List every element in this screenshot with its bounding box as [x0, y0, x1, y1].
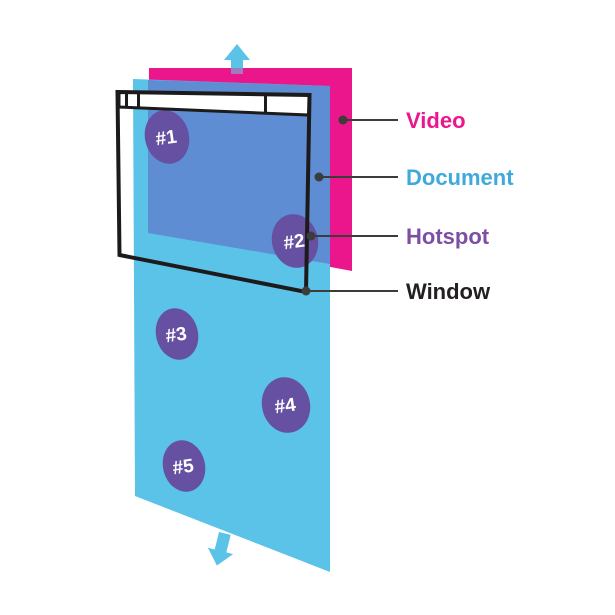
- scroll-up-arrow-icon: [224, 44, 250, 74]
- legend-label-video: Video: [406, 108, 466, 133]
- legend-label-document: Document: [406, 165, 514, 190]
- hotspot-4: #4: [261, 377, 311, 433]
- legend-item-hotspot: Hotspot: [306, 224, 490, 249]
- legend-item-video: Video: [338, 108, 466, 133]
- hotspot-1-circle: [144, 110, 190, 164]
- legend-item-document: Document: [314, 165, 514, 190]
- window-leader-dot: [301, 286, 311, 296]
- legend-label-window: Window: [406, 279, 491, 304]
- hotspot-3-label: #3: [164, 324, 188, 348]
- hotspot-5: #5: [162, 440, 206, 492]
- hotspot-2-label: #2: [282, 231, 306, 255]
- window-toolbar: [117, 90, 311, 117]
- legend-label-hotspot: Hotspot: [406, 224, 490, 249]
- scroll-up-arrow-stem-overlap: [231, 68, 243, 74]
- hotspot-4-circle: [261, 377, 311, 433]
- hotspot-1-label: #1: [154, 127, 178, 151]
- hotspot-1: #1: [144, 110, 190, 164]
- document-leader-dot: [314, 172, 324, 182]
- hotspot-leader-dot: [306, 231, 316, 241]
- hotspot-3: #3: [155, 308, 199, 360]
- hotspot-5-label: #5: [171, 456, 195, 480]
- hotspot-3-circle: [155, 308, 199, 360]
- scroll-down-arrow-icon: [207, 532, 234, 566]
- hotspot-4-label: #4: [273, 395, 297, 419]
- video-leader-dot: [338, 115, 348, 125]
- legend-item-window: Window: [301, 279, 491, 304]
- hotspot-5-circle: [162, 440, 206, 492]
